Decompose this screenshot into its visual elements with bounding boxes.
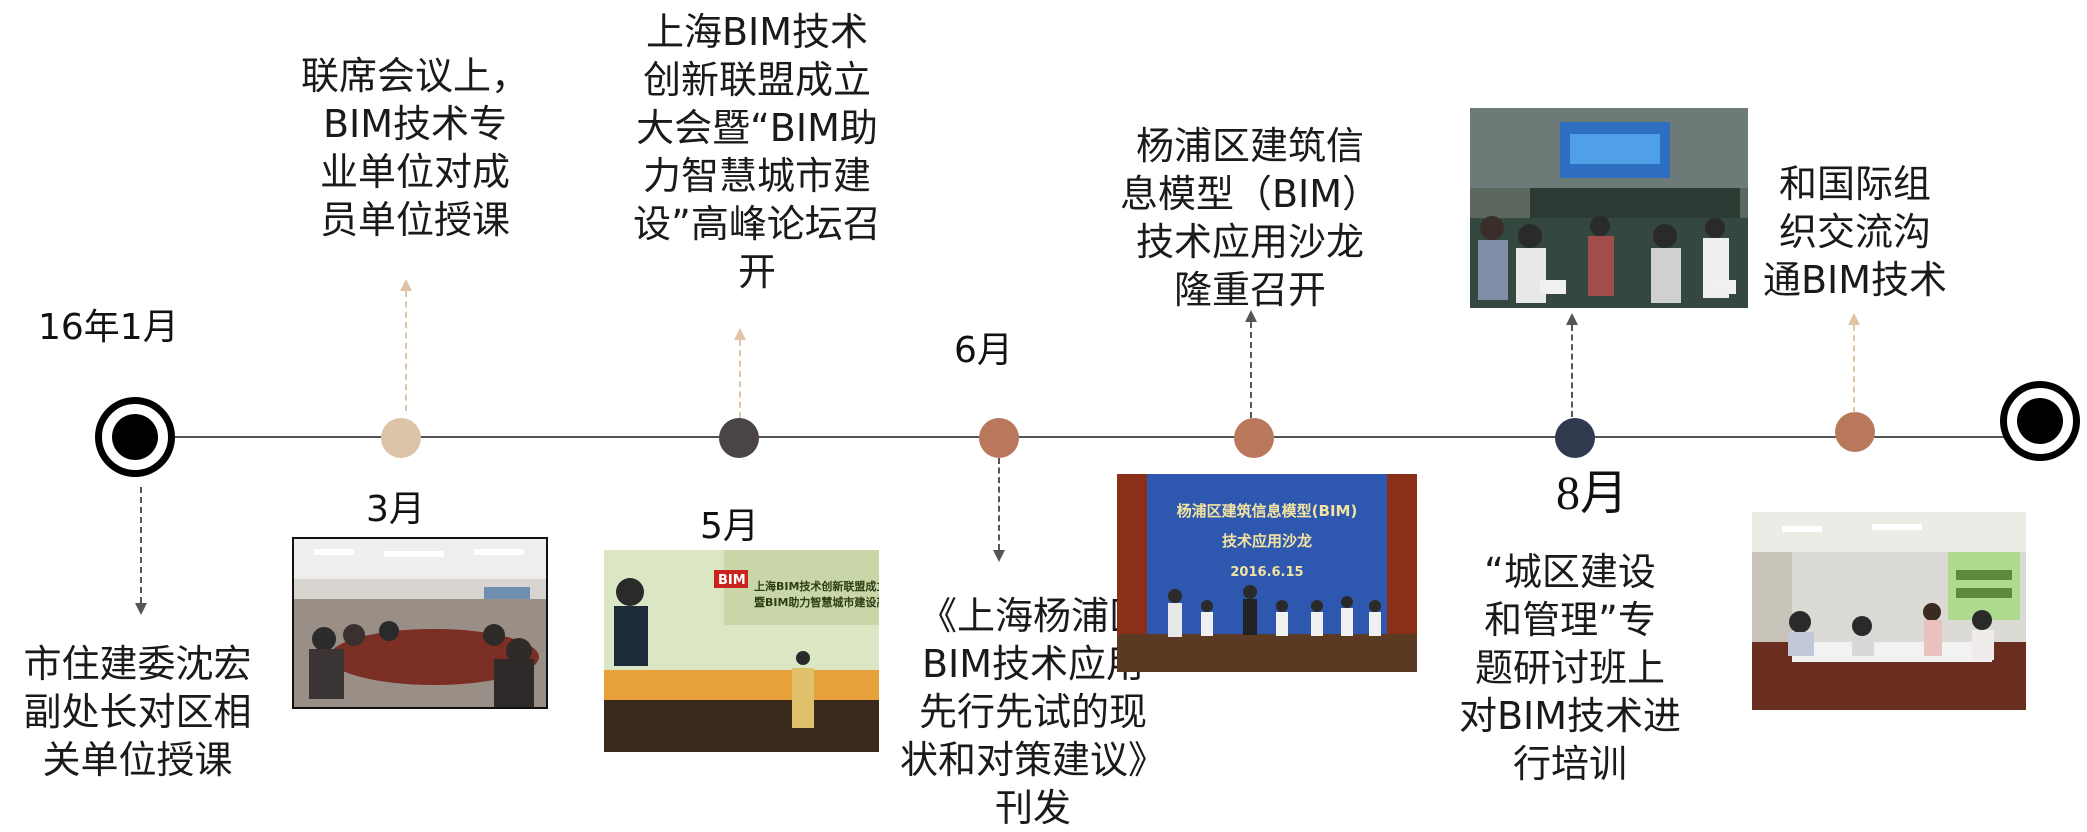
photo-august-seminar xyxy=(1470,108,1748,308)
month-label-june: 6月 xyxy=(954,330,1013,371)
month-label-august: 8月 xyxy=(1556,467,1629,520)
event-label-may: 上海BIM技术 创新联盟成立 大会暨“BIM助 力智慧城市建 设”高峰论坛召 开 xyxy=(633,10,881,294)
milestone-dot-june-salon xyxy=(1234,418,1274,458)
milestone-dot-may xyxy=(719,418,759,458)
photo-international-exchange xyxy=(1752,512,2026,710)
event-label-march: 联席会议上， BIM技术专 业单位对成 员单位授课 xyxy=(300,54,529,242)
arrow-march-event xyxy=(400,279,412,411)
month-label-may: 5月 xyxy=(700,506,759,547)
arrow-june-event xyxy=(993,458,1005,562)
milestone-dot-june xyxy=(979,418,1019,458)
salon-banner-date: 2016.6.15 xyxy=(1230,565,1303,580)
arrow-international-event xyxy=(1848,313,1860,413)
salon-banner-subtitle: 技术应用沙龙 xyxy=(1222,532,1312,550)
month-label-march: 3月 xyxy=(366,489,425,530)
milestone-dot-august xyxy=(1555,418,1595,458)
timeline-end-marker xyxy=(2000,381,2080,461)
arrow-salon-event xyxy=(1245,310,1257,418)
milestone-dot-march xyxy=(381,418,421,458)
arrow-jan-event xyxy=(135,487,147,615)
event-label-international: 和国际组 织交流沟 通BIM技术 xyxy=(1762,162,1948,302)
salon-banner-title: 杨浦区建筑信息模型(BIM) xyxy=(1177,502,1358,520)
month-label-jan16: 16年1月 xyxy=(38,307,179,348)
timeline-start-marker xyxy=(95,397,175,477)
arrow-august-event xyxy=(1566,313,1578,417)
photo-march-meeting xyxy=(292,537,548,709)
timeline-axis xyxy=(135,436,2005,438)
event-label-jan: 市住建委沈宏 副处长对区相 关单位授课 xyxy=(23,642,252,782)
event-label-august: “城区建设 和管理”专 题研讨班上 对BIM技术进 行培训 xyxy=(1458,550,1682,786)
may-banner-line2: 暨BIM助力智慧城市建设高峰论坛 xyxy=(754,595,879,609)
event-label-salon: 杨浦区建筑信 息模型（BIM） 技术应用沙龙 隆重召开 xyxy=(1119,124,1381,312)
arrow-may-event xyxy=(734,328,746,418)
may-bim-logo: BIM xyxy=(718,573,746,588)
milestone-dot-international xyxy=(1835,412,1875,452)
photo-june-salon: 杨浦区建筑信息模型(BIM) 技术应用沙龙 2016.6.15 xyxy=(1117,474,1417,672)
